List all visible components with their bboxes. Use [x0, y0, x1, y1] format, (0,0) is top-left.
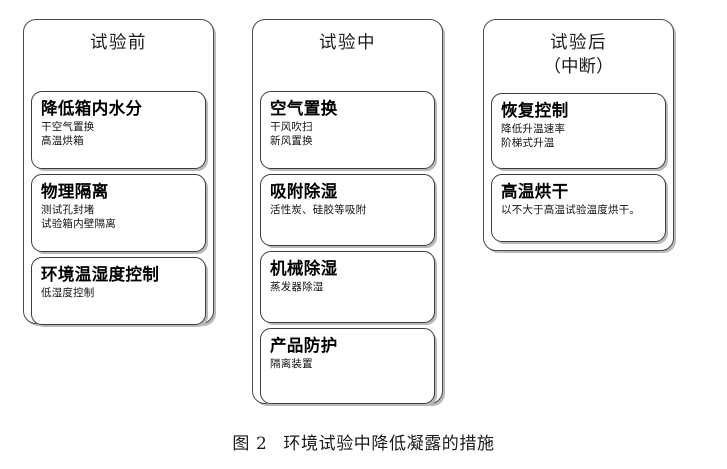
- measure-card[interactable]: 恢复控制 降低升温速率 阶梯式升温: [491, 93, 666, 169]
- card-list-during-test: 空气置换 干风吹扫 新风置换 吸附除湿 活性炭、硅胶等吸附 机械除湿 蒸发器除湿: [260, 91, 435, 409]
- measure-card-line: 活性炭、硅胶等吸附: [270, 204, 367, 216]
- measure-card-line: 高温烘箱: [41, 135, 84, 147]
- measure-card-line: 降低升温速率: [501, 123, 566, 135]
- measure-card-title: 降低箱内水分: [41, 99, 143, 118]
- measure-card[interactable]: 环境温湿度控制 低湿度控制: [31, 257, 206, 325]
- measure-card-line: 新风置换: [270, 135, 313, 147]
- phase-title-main: 试验前: [90, 33, 147, 53]
- measure-card-line: 试验箱内壁隔离: [41, 218, 116, 230]
- measure-card-lines: 干空气置换 高温烘箱: [41, 120, 197, 148]
- phase-title-after-test: 试验后 （中断）: [484, 20, 673, 80]
- measure-card-lines: 隔离装置: [270, 357, 426, 371]
- measure-card-lines: 以不大于高温试验温度烘干。: [501, 203, 657, 217]
- measure-card-title: 环境温湿度控制: [41, 265, 160, 284]
- measure-card-line: 阶梯式升温: [501, 137, 555, 149]
- phase-title-during-test: 试验中: [253, 20, 442, 55]
- measure-card-line: 隔离装置: [270, 358, 313, 370]
- measure-card[interactable]: 物理隔离 测试孔封堵 试验箱内壁隔离: [31, 174, 206, 252]
- card-list-after-test: 恢复控制 降低升温速率 阶梯式升温 高温烘干 以不大于高温试验温度烘干。: [491, 93, 666, 247]
- phase-column-before-test: 试验前 降低箱内水分 干空气置换 高温烘箱 物理隔离 测试孔封堵 试验箱内壁隔离…: [23, 19, 214, 325]
- measure-card-lines: 活性炭、硅胶等吸附: [270, 203, 426, 217]
- phase-title-subtitle: （中断）: [543, 57, 614, 77]
- measure-card-line: 以不大于高温试验温度烘干。: [501, 204, 641, 216]
- phase-title-main: 试验后: [550, 33, 607, 53]
- figure-caption-label: 图 2: [232, 434, 268, 454]
- figure-caption: 图 2 环境试验中降低凝露的措施: [0, 432, 727, 456]
- measure-card-line: 干空气置换: [41, 121, 95, 133]
- measure-card-lines: 低湿度控制: [41, 286, 197, 300]
- phase-title-before-test: 试验前: [24, 20, 213, 55]
- measure-card[interactable]: 高温烘干 以不大于高温试验温度烘干。: [491, 174, 666, 242]
- figure-caption-text: 环境试验中降低凝露的措施: [283, 434, 495, 454]
- measure-card-title: 恢复控制: [501, 101, 569, 120]
- measure-card[interactable]: 产品防护 隔离装置: [260, 328, 435, 404]
- measure-card-line: 蒸发器除湿: [270, 281, 324, 293]
- phase-column-during-test: 试验中 空气置换 干风吹扫 新风置换 吸附除湿 活性炭、硅胶等吸附 机械除湿 蒸…: [252, 19, 443, 404]
- measure-card-lines: 测试孔封堵 试验箱内壁隔离: [41, 203, 197, 231]
- measure-card-title: 机械除湿: [270, 259, 338, 278]
- phase-title-main: 试验中: [319, 33, 376, 53]
- measure-card-line: 干风吹扫: [270, 121, 313, 133]
- measure-card[interactable]: 空气置换 干风吹扫 新风置换: [260, 91, 435, 169]
- measure-card-lines: 蒸发器除湿: [270, 280, 426, 294]
- measure-card-title: 空气置换: [270, 99, 338, 118]
- card-list-before-test: 降低箱内水分 干空气置换 高温烘箱 物理隔离 测试孔封堵 试验箱内壁隔离 环境温…: [31, 91, 206, 330]
- measure-card[interactable]: 吸附除湿 活性炭、硅胶等吸附: [260, 174, 435, 246]
- measure-card-line: 低湿度控制: [41, 287, 95, 299]
- measure-card-line: 测试孔封堵: [41, 204, 95, 216]
- measure-card-title: 吸附除湿: [270, 182, 338, 201]
- measure-card-title: 高温烘干: [501, 182, 569, 201]
- measure-card-title: 物理隔离: [41, 182, 109, 201]
- phase-column-after-test: 试验后 （中断） 恢复控制 降低升温速率 阶梯式升温 高温烘干 以不大于高温试验…: [483, 19, 674, 251]
- measure-card-lines: 干风吹扫 新风置换: [270, 120, 426, 148]
- measure-card-title: 产品防护: [270, 336, 338, 355]
- measure-card-lines: 降低升温速率 阶梯式升温: [501, 122, 657, 150]
- measure-card[interactable]: 机械除湿 蒸发器除湿: [260, 251, 435, 323]
- measure-card[interactable]: 降低箱内水分 干空气置换 高温烘箱: [31, 91, 206, 169]
